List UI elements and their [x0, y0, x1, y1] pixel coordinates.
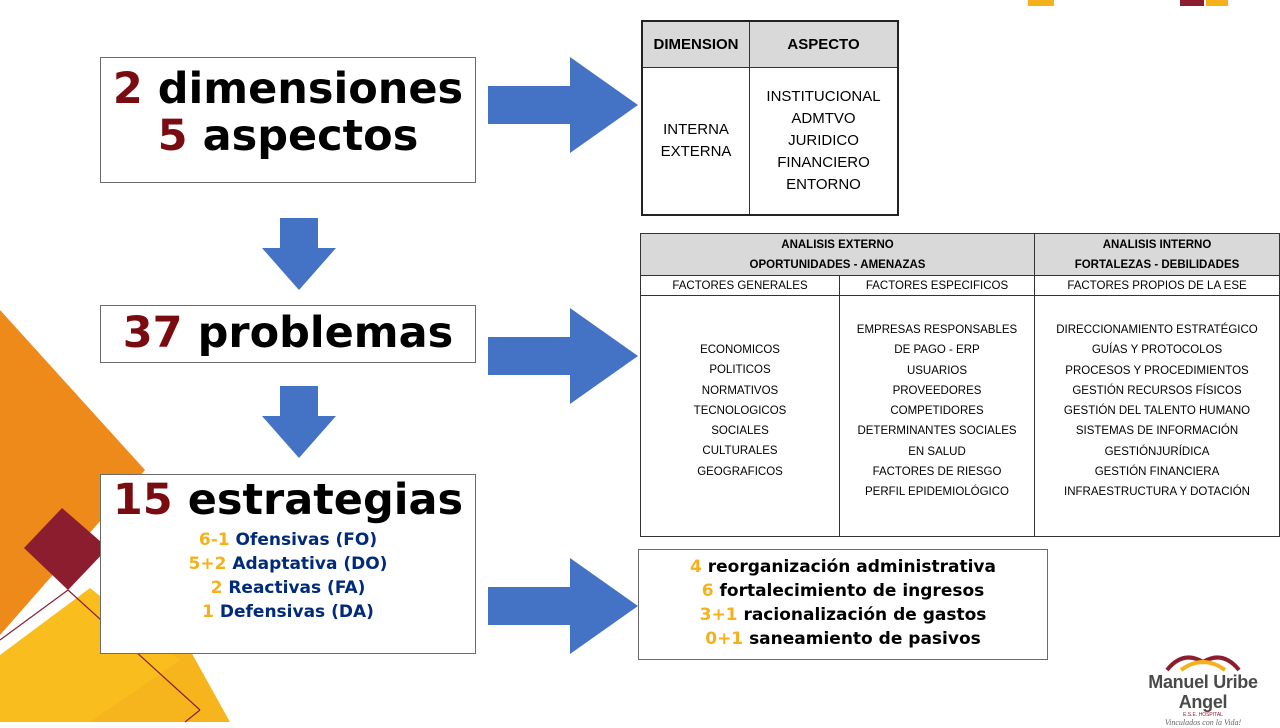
strategies-title: 15 estrategias — [101, 475, 475, 525]
result-line: 6 fortalecimiento de ingresos — [701, 581, 985, 601]
problems-line: 37 problemas — [101, 308, 475, 358]
strategies-word: estrategias — [187, 475, 464, 525]
propios-list: DIRECCIONAMIENTO ESTRATÉGICO GUÍAS Y PRO… — [1034, 295, 1280, 537]
col-generales-header: FACTORES GENERALES — [640, 275, 840, 296]
col-especificos-header: FACTORES ESPECIFICOS — [839, 275, 1035, 296]
logo-icon — [1165, 655, 1241, 672]
arrow-down-1 — [262, 218, 336, 290]
strategy-line: 6-1 Ofensivas (FO) — [198, 530, 378, 551]
arrow-right-2 — [488, 308, 638, 404]
result-line: 4 reorganización administrativa — [689, 557, 996, 577]
dimensions-count: 2 — [112, 64, 143, 114]
col-propios-header: FACTORES PROPIOS DE LA ESE — [1034, 275, 1280, 296]
strategy-line: 2 Reactivas (FA) — [210, 578, 366, 599]
arrow-right-1 — [488, 57, 638, 153]
aspects-word: aspectos — [202, 111, 419, 162]
analysis-table: ANALISIS EXTERNO OPORTUNIDADES - AMENAZA… — [640, 233, 1280, 537]
result-line: 0+1 saneamiento de pasivos — [705, 629, 981, 649]
strategy-line: 1 Defensivas (DA) — [202, 602, 374, 623]
arrow-right-3 — [488, 558, 638, 654]
col-aspect-header: ASPECTO — [749, 20, 899, 68]
especificos-list: EMPRESAS RESPONSABLES DE PAGO - ERP USUA… — [839, 295, 1035, 537]
dimensions-box: 2 dimensiones 5 aspectos — [100, 57, 476, 183]
logo-tagline: Vinculados con la Vida! — [1164, 718, 1242, 727]
internal-analysis-header: ANALISIS INTERNO FORTALEZAS - DEBILIDADE… — [1034, 233, 1280, 276]
dimension-aspect-table: DIMENSION ASPECTO INTERNA EXTERNA INSTIT… — [641, 20, 899, 216]
dimensions-word: dimensiones — [157, 64, 464, 114]
col-dimension-header: DIMENSION — [641, 20, 750, 68]
strategy-line: 5+2 Adaptativa (DO) — [188, 554, 388, 575]
dimensions-line: 2 dimensiones — [101, 64, 475, 114]
result-line: 3+1 racionalización de gastos — [699, 605, 987, 625]
aspect-cell: INSTITUCIONAL ADMTVO JURIDICO FINANCIERO… — [749, 66, 899, 216]
arrow-down-2 — [262, 386, 336, 458]
hospital-logo: Manuel Uribe Angel E.S.E. HOSPITAL Vincu… — [1128, 648, 1278, 727]
problems-word: problemas — [197, 308, 454, 358]
dimension-cell: INTERNA EXTERNA — [641, 66, 750, 216]
strategies-box: 15 estrategias 6-1 Ofensivas (FO) 5+2 Ad… — [100, 474, 476, 654]
logo-name: Manuel Uribe Angel — [1148, 672, 1258, 712]
results-box: 4 reorganización administrativa 6 fortal… — [638, 549, 1048, 660]
strategies-count: 15 — [112, 475, 173, 525]
aspects-count: 5 — [157, 111, 188, 162]
logo-sub: E.S.E. HOSPITAL — [1183, 712, 1223, 718]
aspects-line: 5 aspectos — [101, 113, 475, 160]
problems-count: 37 — [122, 308, 183, 358]
generales-list: ECONOMICOS POLITICOS NORMATIVOS TECNOLOG… — [640, 295, 840, 537]
problems-box: 37 problemas — [100, 305, 476, 363]
external-analysis-header: ANALISIS EXTERNO OPORTUNIDADES - AMENAZA… — [640, 233, 1035, 276]
